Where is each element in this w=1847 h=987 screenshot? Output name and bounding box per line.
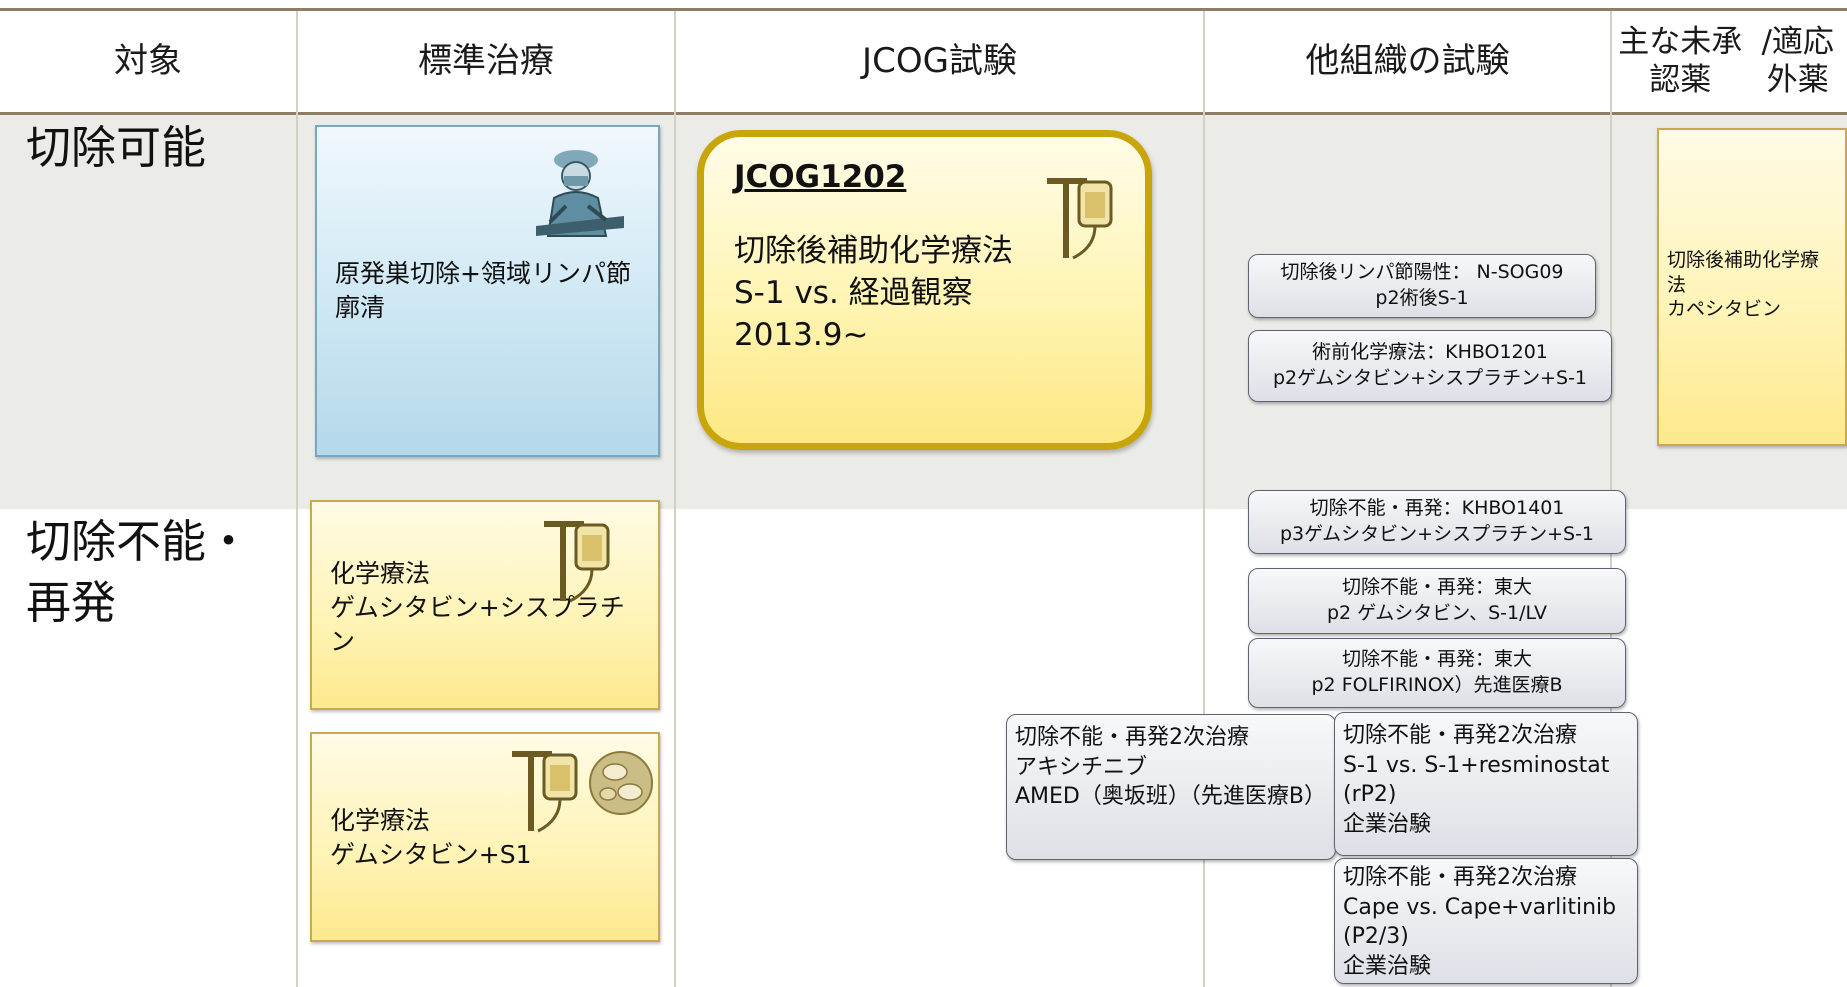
row-label-unresectable-line1: 切除不能・ bbox=[26, 515, 252, 568]
trial-nsog09-line1: 切除後リンパ節陽性： N-SOG09 bbox=[1280, 261, 1564, 284]
standard-chemo1-line1: 化学療法 bbox=[330, 559, 431, 588]
unapproved-line2: カペシタビン bbox=[1667, 298, 1782, 321]
trial-axitinib-line2: アキシチニブ bbox=[1015, 754, 1148, 780]
trial-todai2-line1: 切除不能・再発：東大 bbox=[1341, 648, 1532, 671]
trial-todai1-line2: p2 ゲムシタビン、S-1/LV bbox=[1326, 602, 1547, 624]
row-label-unresectable: 切除不能・ 再発 bbox=[26, 512, 251, 634]
trial-varlitinib-line1: 切除不能・再発2次治療 bbox=[1343, 865, 1577, 890]
trial-todai2-box: 切除不能・再発：東大 p2 FOLFIRINOX）先進医療B bbox=[1248, 638, 1626, 708]
standard-surgery-box: 原発巣切除+領域リンパ節廓清 bbox=[315, 125, 660, 457]
trial-varlitinib-line2: Cape vs. Cape+varlitinib bbox=[1343, 894, 1617, 920]
iv-drip-icon bbox=[512, 751, 578, 833]
column-divider bbox=[1203, 11, 1205, 987]
top-rule bbox=[0, 8, 1847, 11]
trial-khbo1201-line2: p2ゲムシタビン+シスプラチン+S-1 bbox=[1272, 367, 1588, 389]
header-unapproved-drugs: 主な未承認薬 /適応外薬 bbox=[1612, 11, 1847, 112]
header-jcog-trial: JCOG試験 bbox=[862, 41, 1017, 82]
trial-varlitinib-line3: (P2/3) bbox=[1343, 924, 1409, 950]
header-other-trials: 他組織の試験 bbox=[1305, 41, 1510, 82]
trial-khbo1201-box: 術前化学療法：KHBO1201 p2ゲムシタビン+シスプラチン+S-1 bbox=[1248, 330, 1612, 402]
unapproved-line1: 切除後補助化学療法 bbox=[1667, 249, 1820, 296]
row-label-unresectable-line2: 再発 bbox=[26, 575, 117, 629]
iv-drip-icon bbox=[1047, 178, 1113, 260]
column-divider bbox=[296, 11, 298, 987]
header-unapproved-line2: /適応外薬 bbox=[1761, 24, 1834, 98]
iv-drip-icon bbox=[544, 521, 610, 603]
standard-chemo2-line2: ゲムシタビン+S1 bbox=[330, 839, 532, 869]
header-rule bbox=[0, 112, 1847, 115]
unapproved-drug-box: 切除後補助化学療法 カペシタビン bbox=[1657, 128, 1847, 446]
trial-axitinib-box: 切除不能・再発2次治療 アキシチニブ AMED（奥坂班）（先進医療B） bbox=[1006, 714, 1336, 860]
trial-nsog09-line2: p2術後S-1 bbox=[1375, 287, 1469, 309]
standard-surgery-text: 原発巣切除+領域リンパ節廓清 bbox=[335, 259, 631, 322]
trial-varlitinib-box: 切除不能・再発2次治療 Cape vs. Cape+varlitinib (P2… bbox=[1334, 858, 1638, 984]
trial-khbo1401-line2: p3ゲムシタビン+シスプラチン+S-1 bbox=[1279, 523, 1595, 545]
row-label-resectable: 切除可能 bbox=[26, 121, 207, 174]
column-divider bbox=[674, 11, 676, 987]
header-target: 対象 bbox=[114, 41, 182, 82]
header-unapproved-line1: 主な未承認薬 bbox=[1618, 24, 1743, 98]
trial-todai1-line1: 切除不能・再発：東大 bbox=[1341, 576, 1532, 599]
trial-axitinib-line1: 切除不能・再発2次治療 bbox=[1015, 725, 1249, 750]
header-standard-treatment: 標準治療 bbox=[418, 41, 554, 82]
trial-todai1-box: 切除不能・再発：東大 p2 ゲムシタビン、S-1/LV bbox=[1248, 568, 1626, 634]
trial-resminostat-line1: 切除不能・再発2次治療 bbox=[1343, 723, 1577, 748]
trial-resminostat-line2: S-1 vs. S-1+resminostat bbox=[1343, 752, 1610, 778]
pills-icon bbox=[589, 751, 653, 815]
trial-varlitinib-line4: 企業治験 bbox=[1343, 954, 1432, 980]
surgeon-icon bbox=[536, 150, 624, 237]
trial-axitinib-line3: AMED（奥坂班）（先進医療B） bbox=[1015, 784, 1326, 810]
jcog-title: JCOG1202 bbox=[734, 159, 907, 195]
trial-nsog09-box: 切除後リンパ節陽性： N-SOG09 p2術後S-1 bbox=[1248, 254, 1596, 318]
trial-khbo1201-line1: 術前化学療法：KHBO1201 bbox=[1312, 341, 1548, 364]
trial-resminostat-line4: 企業治験 bbox=[1343, 812, 1432, 838]
trial-resminostat-line3: (rP2) bbox=[1343, 782, 1397, 808]
trial-todai2-line2: p2 FOLFIRINOX）先進医療B bbox=[1311, 674, 1563, 696]
standard-chemo2-line1: 化学療法 bbox=[330, 806, 431, 835]
trial-resminostat-box: 切除不能・再発2次治療 S-1 vs. S-1+resminostat (rP2… bbox=[1334, 712, 1638, 856]
trial-khbo1401-line1: 切除不能・再発：KHBO1401 bbox=[1309, 497, 1565, 520]
jcog-body: 切除後補助化学療法 S-1 vs. 経過観察 2013.9~ bbox=[734, 233, 1013, 353]
trial-khbo1401-box: 切除不能・再発：KHBO1401 p3ゲムシタビン+シスプラチン+S-1 bbox=[1248, 490, 1626, 554]
